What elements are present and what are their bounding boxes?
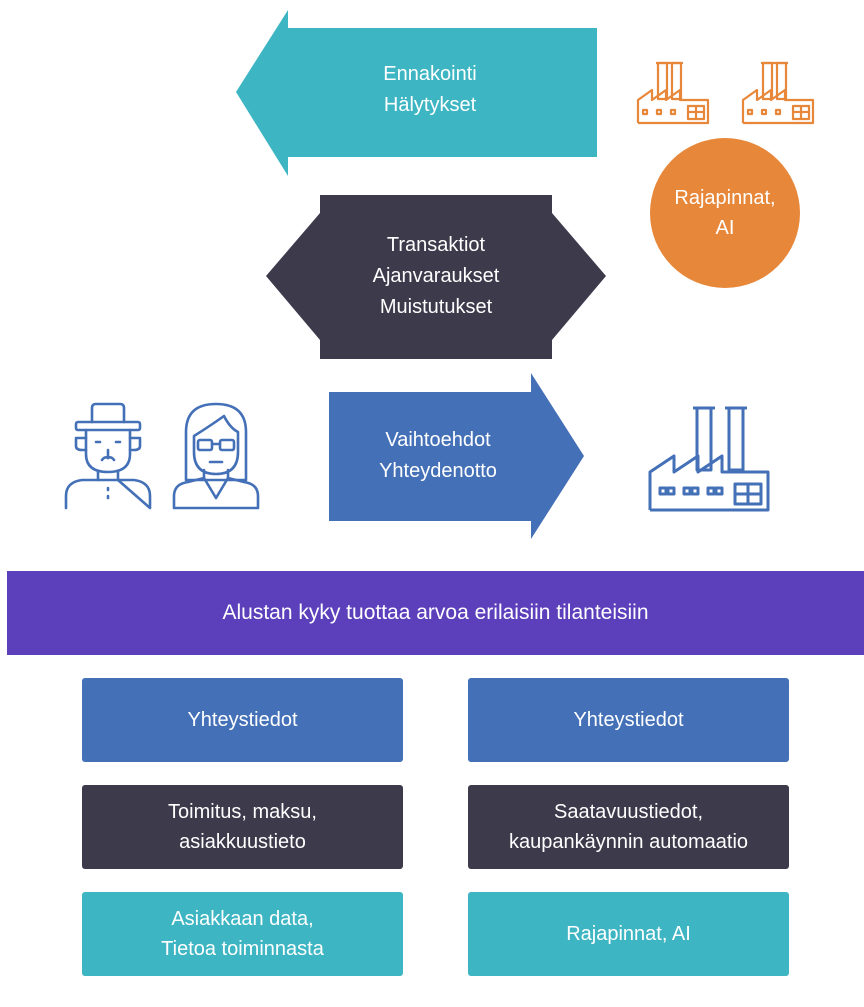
person-glasses-icon [172, 402, 260, 510]
factory-icon [741, 61, 815, 125]
right-contacts-box: Yhteystiedot [468, 678, 789, 762]
person-hat-icon [64, 402, 152, 510]
right-availability-box: Saatavuustiedot, kaupankäynnin automaati… [468, 785, 789, 869]
double-arrow-label: Transaktiot Ajanvaraukset Muistutukset [372, 233, 500, 318]
factory-large-icon [648, 406, 770, 512]
right-arrow-label: Vaihtoehdot Yhteydenotto [379, 429, 497, 482]
platform-value-banner: Alustan kyky tuottaa arvoa erilaisiin ti… [7, 571, 864, 655]
right-apis-ai-box: Rajapinnat, AI [468, 892, 789, 976]
factory-icon [636, 61, 710, 125]
left-contacts-box: Yhteystiedot [82, 678, 403, 762]
left-arrow-label: Ennakointi Hälytykset [383, 63, 477, 116]
apis-ai-circle: Rajapinnat, AI [650, 138, 800, 288]
left-delivery-payment-box: Toimitus, maksu, asiakkuustieto [82, 785, 403, 869]
left-customer-data-box: Asiakkaan data, Tietoa toiminnasta [82, 892, 403, 976]
